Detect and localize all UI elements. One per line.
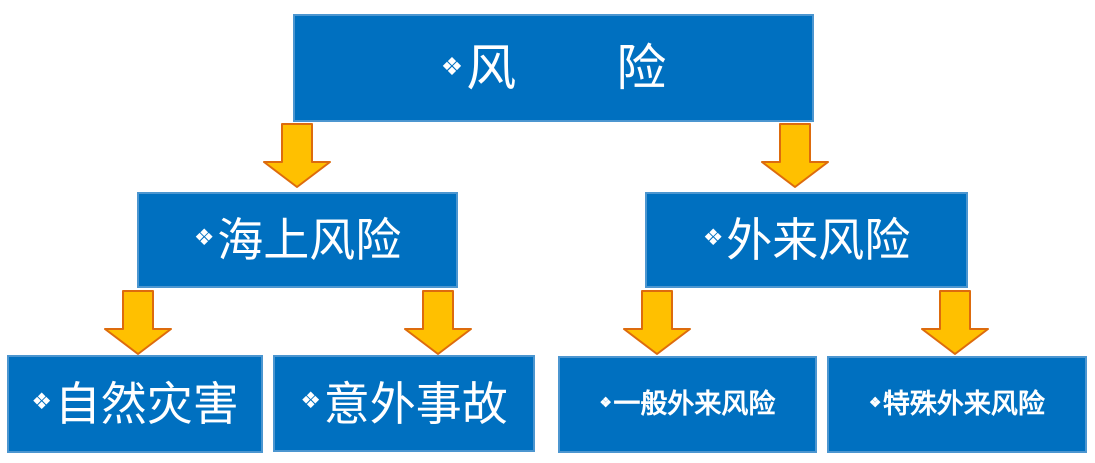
- node-accident: ❖ 意外事故: [273, 355, 535, 452]
- node-special-external-risk-label: 特殊外来风险: [882, 389, 1045, 420]
- node-special-external-risk: ❖ 特殊外来风险: [827, 356, 1087, 453]
- down-arrow-icon: [623, 290, 691, 355]
- diamond-bullet-icon: ❖: [31, 388, 52, 415]
- diamond-bullet-icon: ❖: [599, 394, 612, 411]
- node-external-risk-label: 外来风险: [726, 213, 911, 267]
- down-arrow-icon: [761, 123, 829, 188]
- diamond-bullet-icon: ❖: [702, 224, 724, 251]
- diamond-bullet-icon: ❖: [869, 394, 882, 411]
- node-general-external-risk-label: 一般外来风险: [613, 389, 776, 420]
- node-maritime-risk-label: 海上风险: [217, 213, 402, 267]
- down-arrow-icon: [921, 290, 989, 355]
- diamond-bullet-icon: ❖: [300, 388, 321, 415]
- node-natural-disaster-label: 自然灾害: [54, 377, 239, 431]
- node-maritime-risk: ❖ 海上风险: [137, 192, 458, 288]
- node-accident-label: 意外事故: [323, 376, 508, 431]
- node-risk-label: 风 险: [466, 39, 667, 97]
- diamond-bullet-icon: ❖: [193, 224, 215, 251]
- down-arrow-icon: [404, 290, 472, 355]
- down-arrow-icon: [104, 290, 172, 355]
- diamond-bullet-icon: ❖: [440, 51, 464, 81]
- down-arrow-icon: [263, 123, 331, 188]
- node-external-risk: ❖ 外来风险: [645, 192, 968, 288]
- node-general-external-risk: ❖ 一般外来风险: [558, 356, 817, 453]
- node-risk: ❖ 风 险: [293, 14, 814, 122]
- node-natural-disaster: ❖ 自然灾害: [7, 355, 263, 453]
